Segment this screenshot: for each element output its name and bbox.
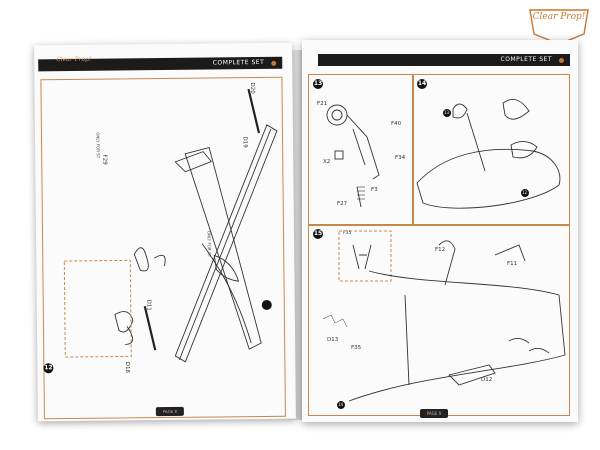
step-13-drawing — [326, 104, 380, 208]
panel-step-13: 13 F21 F40 F34 X2 F3 F27 — [308, 74, 414, 226]
label-f34: F34 — [395, 155, 406, 161]
step-13-number: 13 — [313, 79, 323, 89]
brand-name: Clear Prop! — [532, 12, 586, 22]
label-f21: F21 — [317, 101, 328, 107]
label-d13: D13 — [327, 337, 339, 343]
panel-step-14: 14 13 12 — [412, 74, 570, 226]
label-f3: F3 — [371, 187, 378, 193]
label-f35-top: F35 — [343, 231, 352, 236]
label-12: 12 — [522, 190, 528, 195]
left-footer-page: PAGE 8 — [155, 406, 184, 417]
header-title: COMPLETE SET — [500, 56, 552, 63]
label-d11: D11 — [145, 299, 152, 311]
airframe-diagram — [63, 88, 278, 363]
label-f27: F27 — [337, 201, 348, 207]
right-footer-page: PAGE 9 — [420, 409, 448, 418]
label-f40: F40 — [391, 121, 402, 127]
label-only-ct: ONLY FOR CT — [206, 230, 212, 258]
brand-logo-shape — [529, 9, 589, 45]
label-d19: D19 — [241, 136, 248, 148]
right-page: COMPLETE SET 13 F21 F40 F34 X2 F3 — [302, 40, 578, 422]
label-d20: D20 — [249, 82, 256, 94]
step-14-number: 14 — [417, 79, 427, 89]
step-15-number: 15 — [313, 229, 323, 239]
panel-step-15: 15 F12 F11 F35 F35 D13 D12 14 — [308, 224, 570, 416]
label-13: 13 — [444, 110, 450, 115]
left-page: Clear Prop! COMPLETE SET — [34, 42, 296, 422]
label-f11: F11 — [507, 261, 518, 267]
step-15-drawing — [322, 230, 566, 409]
label-only-st: ONLY FOR ST — [95, 132, 101, 159]
label-14: 14 — [338, 402, 344, 407]
label-f35: F35 — [351, 345, 362, 351]
left-step-number: 12 — [43, 363, 54, 374]
label-d18: D18 — [123, 361, 131, 374]
right-header: COMPLETE SET — [318, 54, 570, 66]
label-d12: D12 — [481, 377, 493, 383]
label-f29: F29 — [101, 154, 108, 165]
label-f12: F12 — [435, 247, 446, 253]
step-14-drawing — [416, 98, 561, 209]
brand-logo: Clear Prop! — [526, 4, 592, 46]
label-x2: X2 — [323, 159, 331, 165]
step-dot — [261, 299, 272, 310]
header-dot — [559, 58, 564, 63]
